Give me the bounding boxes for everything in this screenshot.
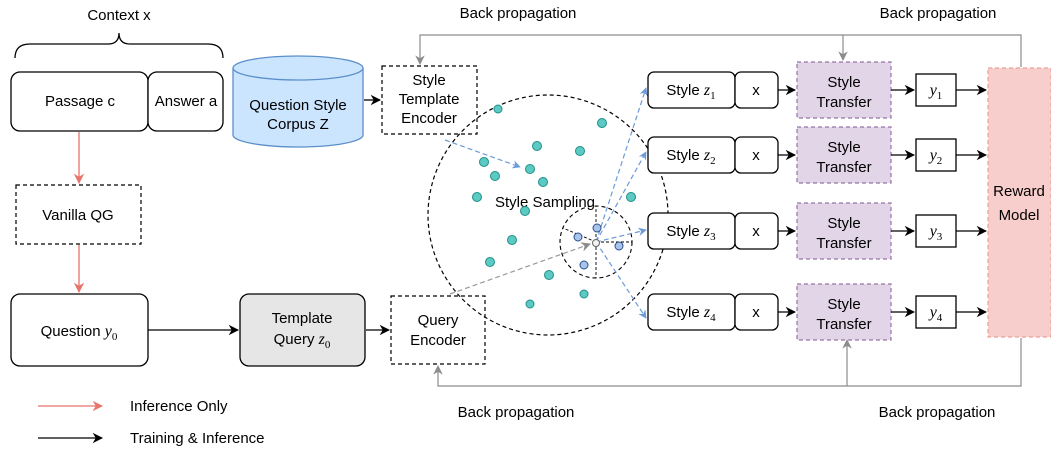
style-template-encoder-box: [381, 65, 478, 135]
vanilla-qg-label: Vanilla QG: [42, 207, 113, 224]
style-transfer-label-1: Style: [827, 74, 860, 91]
back-prop-top-path: [415, 34, 1022, 67]
x-label: x: [752, 223, 760, 240]
corpus-label-2: Corpus Z: [267, 116, 329, 133]
corpus-cylinder: [232, 55, 364, 148]
style-encoder-label-2: Template: [399, 91, 460, 108]
x-label: x: [752, 82, 760, 99]
vanilla-qg-box: [15, 184, 142, 245]
style-transfer-label-2: Transfer: [816, 159, 871, 176]
back-prop-label-bottom-right: Back propagation: [879, 404, 996, 421]
style-transfer-label-1: Style: [827, 296, 860, 313]
style-transfer-label-2: Transfer: [816, 316, 871, 333]
style-transfer-box: [796, 61, 892, 119]
output-y-box: [915, 138, 957, 172]
style-encoder-label-1: Style: [412, 72, 445, 89]
template-query-box: [239, 293, 366, 367]
x-label: x: [752, 304, 760, 321]
context-brace: [14, 32, 224, 59]
style-transfer-label-1: Style: [827, 139, 860, 156]
encoder-to-space-arrow: [444, 139, 521, 169]
style-transfer-box: [796, 202, 892, 260]
reward-label-2: Model: [999, 207, 1040, 224]
query-encoder-label-1: Query: [418, 312, 459, 329]
back-prop-bottom-path: [433, 338, 1022, 387]
output-y-box: [915, 214, 957, 248]
output-y-label: y3: [928, 223, 943, 243]
style-z-label: Style z3: [666, 223, 716, 243]
style-transfer-label-2: Transfer: [816, 94, 871, 111]
style-z-label: Style z1: [666, 82, 715, 102]
output-y-box: [915, 73, 957, 107]
template-query-label-1: Template: [272, 310, 333, 327]
output-y-label: y4: [928, 304, 943, 324]
back-prop-label-top-left: Back propagation: [460, 5, 577, 22]
reward-model-box: [987, 67, 1051, 338]
x-label: x: [752, 147, 760, 164]
style-dots: [472, 104, 636, 309]
back-prop-label-bottom-left: Back propagation: [458, 404, 575, 421]
query-encoder-box: [390, 295, 486, 365]
back-prop-label-top-right: Back propagation: [880, 5, 997, 22]
style-encoder-label-3: Encoder: [401, 110, 457, 127]
template-query-label-2: Query z0: [274, 331, 331, 351]
reward-label-1: Reward: [993, 183, 1045, 200]
context-label: Context x: [87, 7, 151, 24]
style-transfer-label-2: Transfer: [816, 235, 871, 252]
style-z-label: Style z2: [666, 147, 715, 167]
style-transfer-label-1: Style: [827, 215, 860, 232]
output-y-box: [915, 295, 957, 329]
legend-inference-label: Inference Only: [130, 398, 228, 415]
query-encoder-label-2: Encoder: [410, 332, 466, 349]
style-z-label: Style z4: [666, 304, 716, 324]
sampling-arrows: [595, 87, 648, 319]
answer-box: [147, 71, 224, 132]
corpus-label-1: Question Style: [249, 97, 347, 114]
legend-training-label: Training & Inference: [130, 430, 265, 447]
output-y-label: y2: [928, 147, 943, 167]
question-label: Question y0: [41, 323, 118, 343]
query-to-center-arrow: [449, 242, 591, 295]
answer-label: Answer a: [155, 93, 218, 110]
output-y-label: y1: [928, 82, 943, 102]
passage-label: Passage c: [45, 93, 116, 110]
style-sampling-label: Style Sampling: [495, 194, 595, 211]
legend: Inference Only Training & Inference: [38, 398, 265, 447]
